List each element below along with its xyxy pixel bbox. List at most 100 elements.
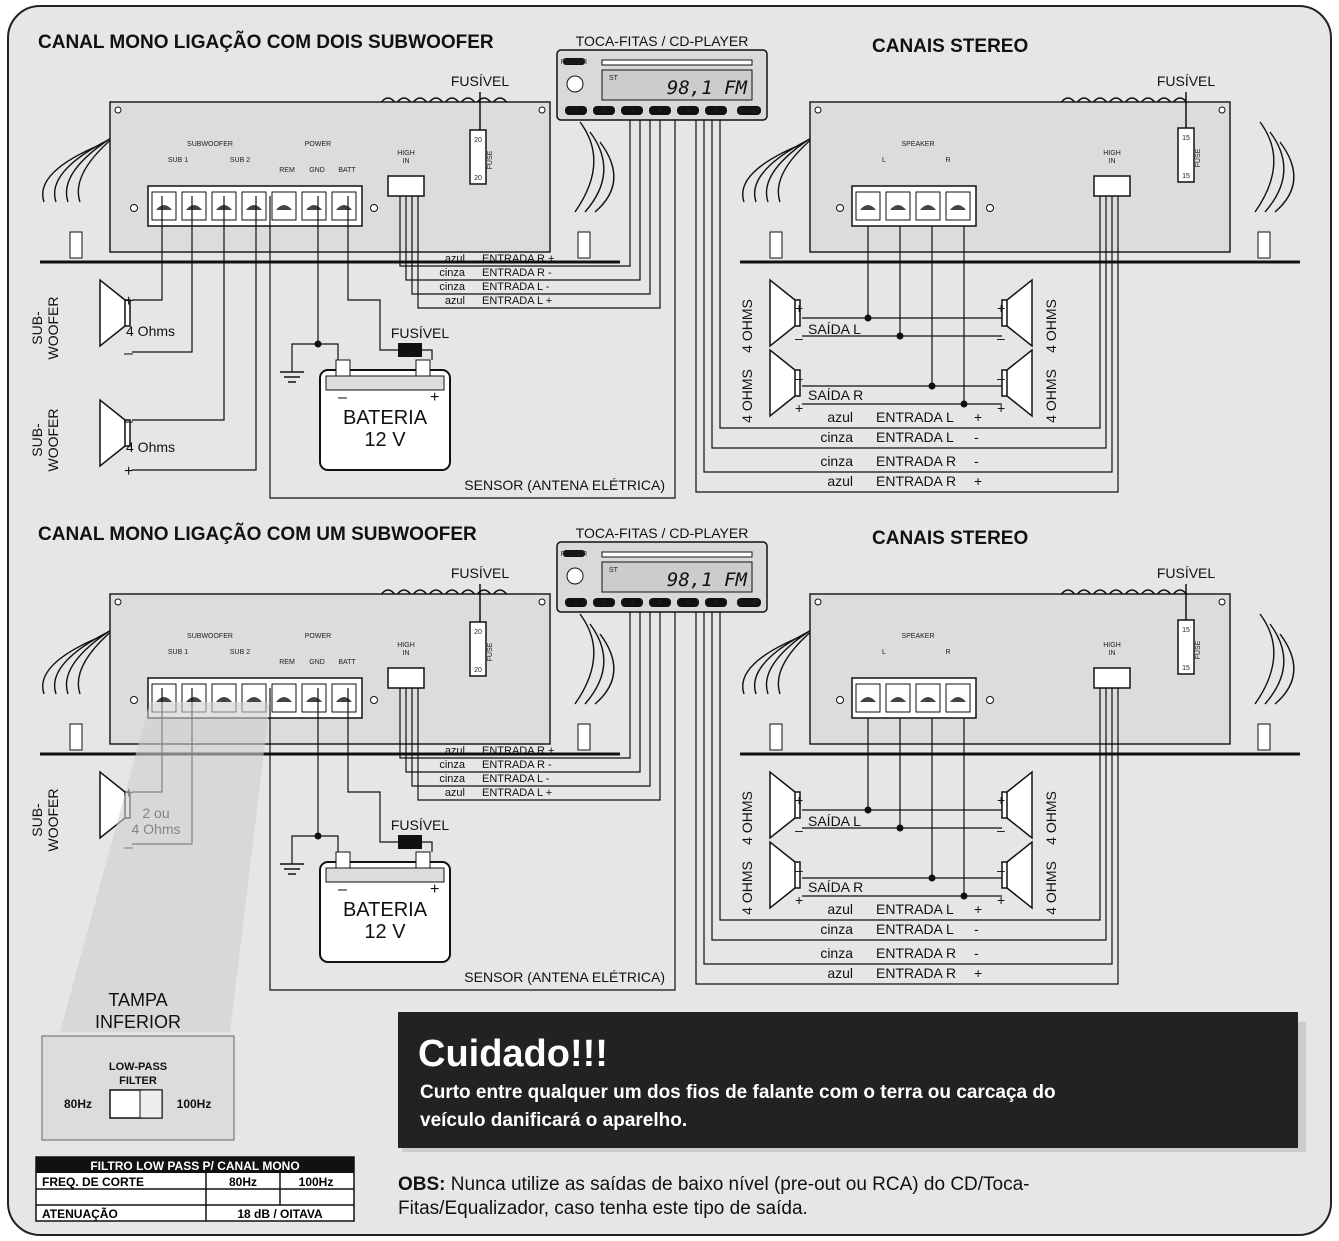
heatsink-fin: [42, 635, 103, 695]
terminal-screw-icon: [156, 205, 172, 210]
wire-color: azul: [827, 965, 853, 981]
preset-button-6: [705, 598, 727, 607]
impedance-label: 4 OHMS: [1043, 369, 1059, 423]
ground-icon: [280, 371, 304, 383]
wire-sign: +: [974, 965, 982, 981]
mount-hole: [370, 204, 378, 212]
heatsink-fin: [1264, 131, 1285, 213]
fuse-value: 20: [474, 137, 482, 144]
power-group-label: POWER: [305, 633, 331, 640]
input-wire: [711, 612, 1107, 941]
speaker-icon: [99, 398, 131, 468]
input-wire: [411, 120, 651, 295]
heatsink-fin: [574, 121, 595, 213]
output-label: SAÍDA L: [808, 813, 861, 829]
impedance-label: 4 Ohms: [126, 323, 175, 339]
sub-label: WOOFER: [45, 297, 61, 360]
preset-label: 3: [630, 600, 634, 607]
mount-hole: [370, 696, 378, 704]
wire-sign: +: [974, 473, 982, 489]
wire-label: ENTRADA L -: [482, 281, 550, 293]
preset-button-3: [621, 598, 643, 607]
table-cell: FREQ. DE CORTE: [42, 1175, 144, 1189]
terminal: [301, 191, 327, 221]
high-in-label: HIGH: [1103, 150, 1121, 157]
frequency-readout: 98,1 FM: [667, 77, 748, 99]
heatsink-fin: [594, 141, 615, 213]
inline-fuse-label: FUSÍVEL: [391, 325, 450, 341]
minus-sign: –: [124, 413, 133, 430]
filter-low: 80Hz: [64, 1097, 92, 1111]
ground-wire: [291, 835, 318, 864]
plus-sign: +: [124, 293, 133, 310]
wire-label: ENTRADA R +: [482, 745, 554, 757]
input-wire: [703, 120, 1113, 473]
preset-label: 3: [630, 108, 634, 115]
plus-sign: +: [795, 400, 803, 416]
band-button: [737, 598, 761, 607]
screw-icon: [538, 598, 546, 606]
warning-title: Cuidado!!!: [418, 1033, 608, 1075]
preset-label: 1: [574, 108, 578, 115]
terminal-screw-icon: [246, 697, 262, 702]
battery-wire: [347, 688, 398, 843]
preset-label: 1: [574, 600, 578, 607]
obs-text: Fitas/Equalizador, caso tenha este tipo …: [398, 1198, 808, 1219]
fuse-label: FUSE: [487, 150, 494, 169]
terminal-screw-icon: [216, 697, 232, 702]
inline-fuse-label: FUSÍVEL: [391, 817, 450, 833]
mount-foot: [769, 231, 783, 259]
rem-label: REM: [279, 167, 295, 174]
amplifier: [40, 589, 620, 756]
mount-foot: [577, 231, 591, 259]
mount-hole: [130, 204, 138, 212]
sensor-label: SENSOR (ANTENA ELÉTRICA): [464, 477, 665, 493]
terminal-screw-icon: [860, 205, 876, 210]
minus-sign: –: [338, 881, 347, 898]
heatsink-fin: [594, 633, 615, 705]
wire-color: azul: [445, 253, 465, 265]
plus-sign: +: [997, 792, 1005, 808]
wire-color: azul: [827, 473, 853, 489]
wire-label: ENTRADA L: [876, 409, 954, 425]
battery-voltage: 12 V: [364, 429, 406, 451]
mount-hole: [130, 696, 138, 704]
speaker-wire: [132, 196, 225, 421]
speaker-icon: [1001, 278, 1033, 348]
tampa-title: TAMPA: [108, 990, 167, 1010]
plus-sign: +: [997, 300, 1005, 316]
sub1-label: SUB 1: [168, 649, 188, 656]
impedance-label: 4 OHMS: [739, 861, 755, 915]
speaker-cone: [1006, 770, 1033, 840]
wire-label: ENTRADA R -: [482, 267, 552, 279]
speaker-icon: [1001, 348, 1033, 418]
mount-foot: [769, 723, 783, 751]
r-label: R: [945, 649, 950, 656]
mount-foot: [577, 723, 591, 751]
preset-button-3: [621, 106, 643, 115]
wire-color: azul: [445, 295, 465, 307]
speaker-cone: [769, 278, 796, 348]
input-wire: [417, 120, 661, 309]
obs-text: OBS: Nunca utilize as saídas de baixo ní…: [398, 1174, 1030, 1195]
sensor-wire: [269, 612, 676, 991]
l-label: L: [882, 157, 886, 164]
impedance-label: 4 OHMS: [1043, 861, 1059, 915]
wire-color: azul: [445, 787, 465, 799]
screw-icon: [814, 106, 822, 114]
heatsink-fin: [1274, 633, 1295, 705]
terminal: [915, 191, 941, 221]
wire-color: azul: [445, 745, 465, 757]
plus-sign: +: [430, 881, 439, 898]
high-in-label: IN: [403, 158, 410, 165]
screw-icon: [1218, 598, 1226, 606]
wire-color: cinza: [820, 429, 853, 445]
sub2-label: SUB 2: [230, 157, 250, 164]
mount-hole: [836, 204, 844, 212]
stereo-title: CANAIS STEREO: [872, 528, 1028, 549]
terminal-screw-icon: [276, 697, 292, 702]
speaker-icon: [769, 278, 801, 348]
